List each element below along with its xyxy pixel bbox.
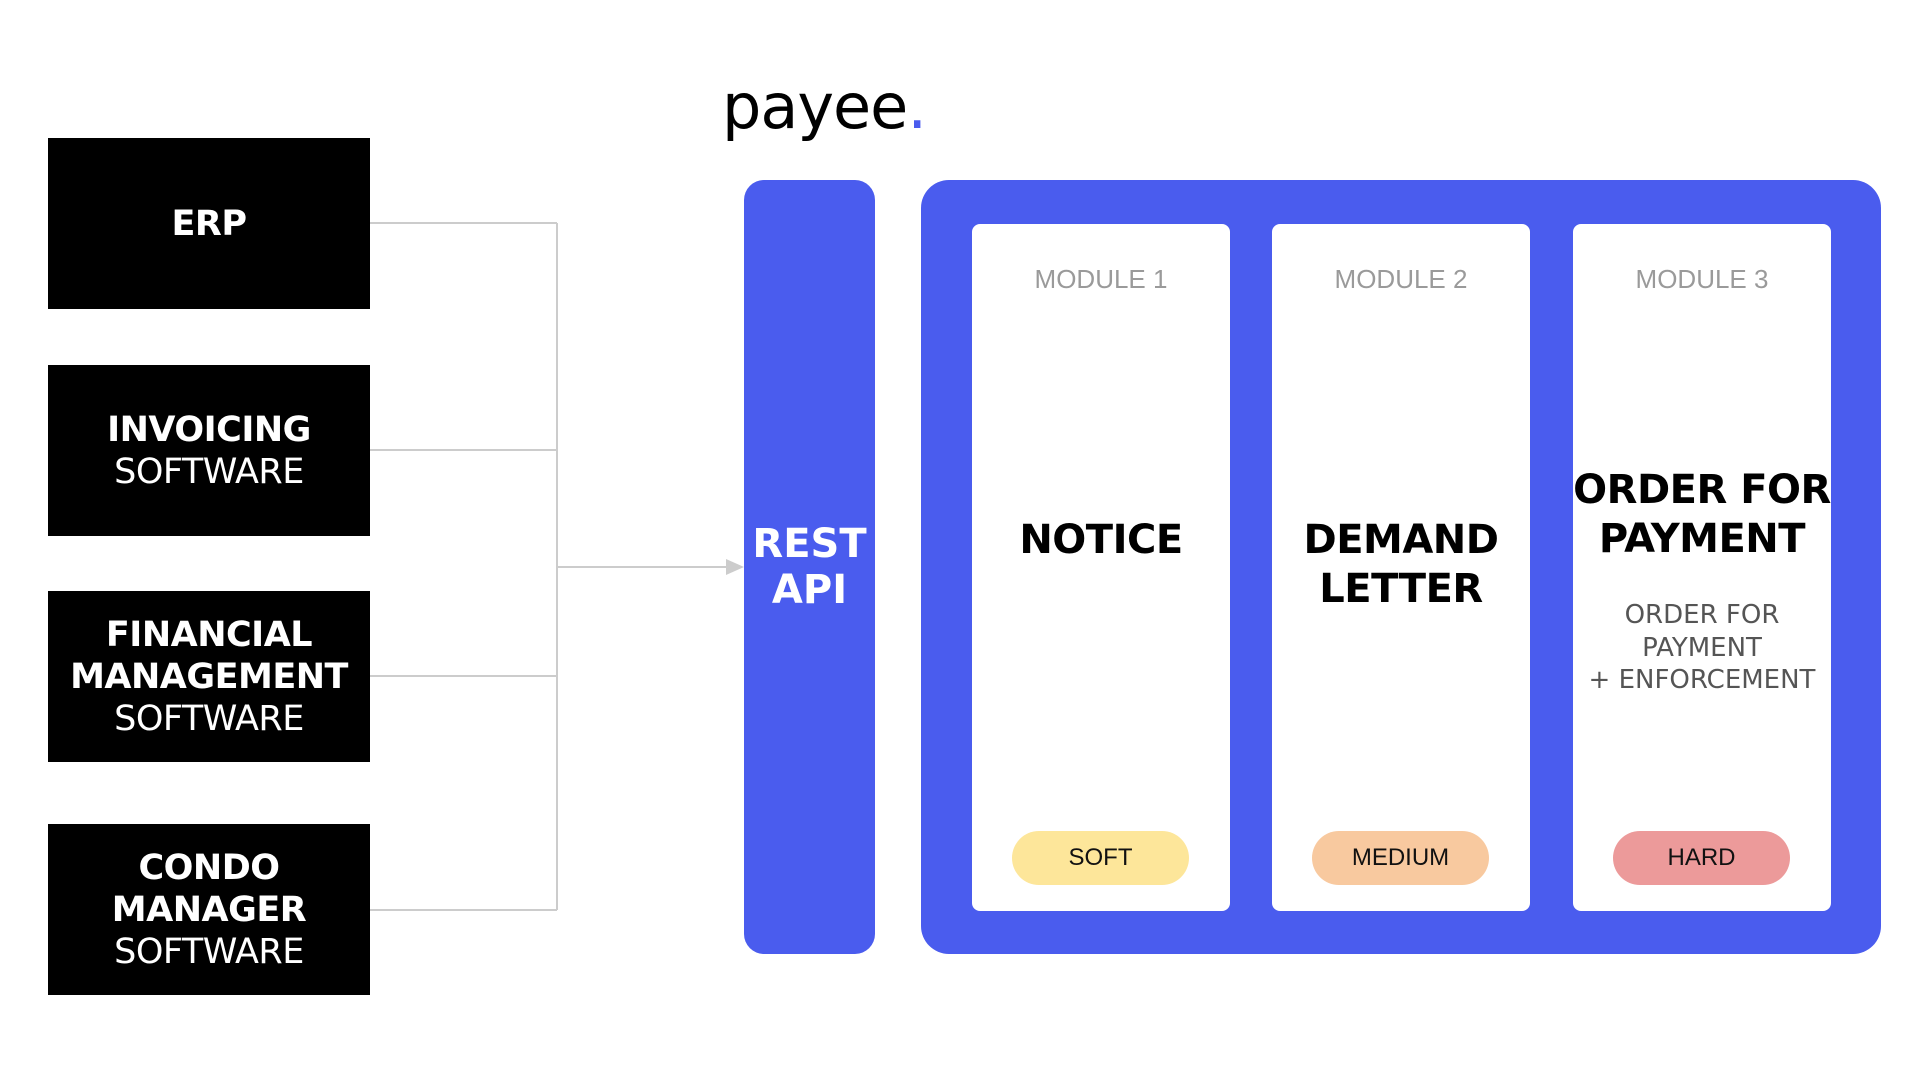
module-3-level-badge: HARD [1613,831,1790,885]
source-financial-subtitle: SOFTWARE [114,698,304,739]
source-condo: CONDO MANAGER SOFTWARE [48,824,370,995]
source-erp-label: ERP [171,203,247,244]
module-1-level-badge: SOFT [1012,831,1189,885]
module-3-subtitle: ORDER FOR PAYMENT + ENFORCEMENT [1573,599,1831,697]
rest-api-line2: API [771,567,848,613]
module-3-subtitle-line1: ORDER FOR PAYMENT [1624,600,1780,663]
module-card-3: MODULE 3 ORDER FOR PAYMENT ORDER FOR PAY… [1573,224,1831,911]
source-financial: FINANCIAL MANAGEMENT SOFTWARE [48,591,370,762]
module-1-title: NOTICE [972,516,1230,565]
module-1-label: MODULE 1 [1034,264,1168,294]
logo-text: payee [722,70,908,143]
connector-arrowhead [726,559,744,575]
module-2-label: MODULE 2 [1334,264,1468,294]
source-condo-subtitle: SOFTWARE [114,931,304,972]
source-invoicing-title: INVOICING [107,409,311,450]
payee-logo: payee. [722,70,927,143]
module-2-title: DEMAND LETTER [1272,516,1530,614]
source-condo-title: CONDO MANAGER [111,847,307,930]
source-financial-title: FINANCIAL MANAGEMENT [70,614,348,697]
module-2-level-badge: MEDIUM [1312,831,1489,885]
rest-api-block: REST API [744,180,875,954]
rest-api-line1: REST [752,521,867,567]
module-3-title: ORDER FOR PAYMENT [1573,466,1831,564]
logo-dot: . [907,70,927,143]
module-3-title-line1: ORDER FOR [1573,467,1831,513]
module-3-subtitle-line2: + ENFORCEMENT [1588,665,1816,695]
module-3-title-line2: PAYMENT [1598,515,1806,562]
module-card-2: MODULE 2 DEMAND LETTER MEDIUM [1272,224,1530,911]
module-1-title-line1: NOTICE [1019,517,1183,563]
source-erp: ERP [48,138,370,309]
module-2-title-line1: DEMAND [1303,517,1499,563]
module-3-label: MODULE 3 [1635,264,1769,294]
modules-panel: MODULE 1 NOTICE SOFT MODULE 2 DEMAND LET… [921,180,1881,954]
source-invoicing-subtitle: SOFTWARE [114,451,304,492]
module-2-title-line2: LETTER [1319,565,1483,612]
source-invoicing: INVOICING SOFTWARE [48,365,370,536]
module-card-1: MODULE 1 NOTICE SOFT [972,224,1230,911]
